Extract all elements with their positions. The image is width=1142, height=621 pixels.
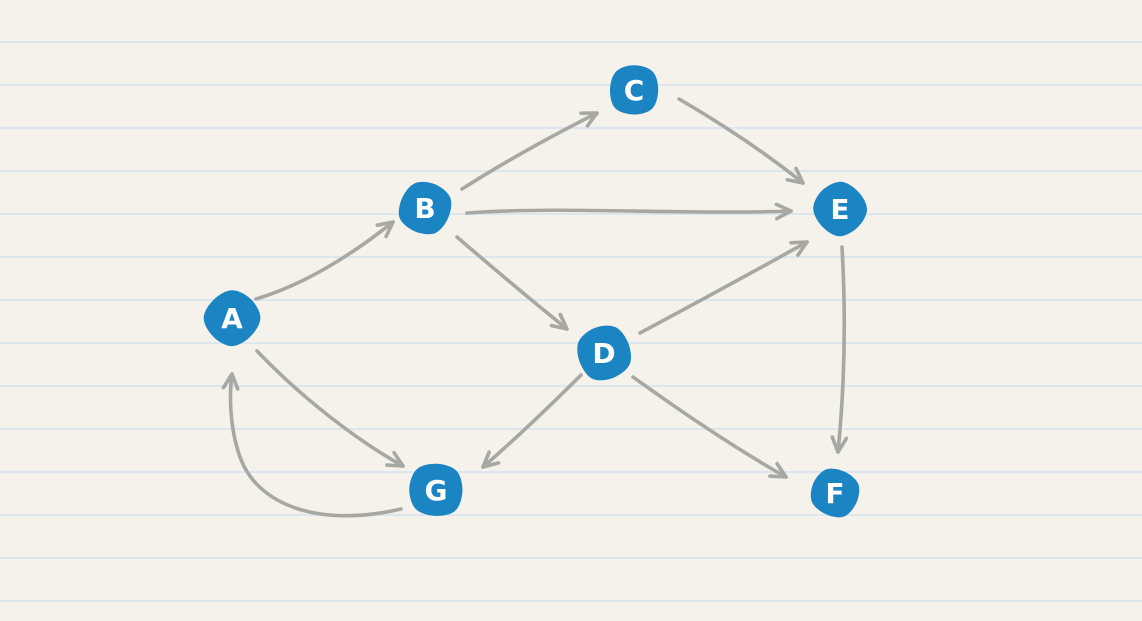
edge-line-B-D xyxy=(455,235,569,331)
node-circle-B xyxy=(398,181,452,235)
edge-D-E[interactable] xyxy=(638,240,809,335)
edge-E-F[interactable] xyxy=(830,245,849,454)
edges-layer xyxy=(221,97,849,518)
node-G[interactable]: G xyxy=(409,463,463,516)
node-label-A: A xyxy=(221,302,243,335)
nodes-layer: A B C D E F G xyxy=(203,65,868,518)
edge-line-G-A xyxy=(228,372,403,518)
arrowhead-icon xyxy=(385,450,405,468)
arrowhead-icon xyxy=(549,312,569,331)
arrowhead-icon xyxy=(830,435,849,454)
node-label-B: B xyxy=(414,192,435,225)
arrowhead-icon xyxy=(375,220,395,239)
edge-line-C-E xyxy=(677,97,805,185)
edge-B-E[interactable] xyxy=(465,202,793,221)
edge-line-D-G xyxy=(481,373,583,469)
edge-D-G[interactable] xyxy=(481,373,583,469)
edge-line-B-C xyxy=(460,111,599,191)
arrowhead-icon xyxy=(481,450,501,469)
node-circle-F xyxy=(810,468,860,518)
edge-line-A-G xyxy=(255,349,405,468)
edge-line-D-F xyxy=(631,375,788,479)
node-F[interactable]: F xyxy=(810,468,860,518)
edge-A-B[interactable] xyxy=(254,220,395,301)
node-label-D: D xyxy=(592,337,615,370)
edge-line-A-B xyxy=(254,220,395,301)
edge-line-B-E xyxy=(465,208,793,215)
arrowhead-icon xyxy=(579,111,599,128)
node-B[interactable]: B xyxy=(398,181,452,235)
node-label-F: F xyxy=(825,477,844,510)
node-label-C: C xyxy=(624,74,645,107)
node-A[interactable]: A xyxy=(203,290,261,347)
node-C[interactable]: C xyxy=(609,65,659,115)
arrowhead-icon xyxy=(789,240,809,257)
arrowhead-icon xyxy=(221,372,240,391)
node-circle-D xyxy=(577,325,632,381)
node-circle-A xyxy=(203,290,261,347)
node-circle-G xyxy=(409,463,463,516)
edge-B-C[interactable] xyxy=(460,111,599,191)
node-E[interactable]: E xyxy=(813,181,868,237)
edge-A-G[interactable] xyxy=(255,349,405,468)
arrowhead-icon xyxy=(774,202,793,221)
node-label-E: E xyxy=(830,193,849,226)
node-circle-E xyxy=(813,181,868,237)
edge-B-D[interactable] xyxy=(455,235,569,331)
node-D[interactable]: D xyxy=(577,325,632,381)
arrowhead-icon xyxy=(785,166,805,185)
edge-C-E[interactable] xyxy=(677,97,805,185)
arrowhead-icon xyxy=(768,461,788,479)
edge-G-A[interactable] xyxy=(221,372,403,518)
edge-line-E-F xyxy=(836,245,847,454)
node-label-G: G xyxy=(425,474,448,507)
edge-line-D-E xyxy=(638,240,809,335)
node-circle-C xyxy=(609,65,659,115)
edge-D-F[interactable] xyxy=(631,375,788,479)
